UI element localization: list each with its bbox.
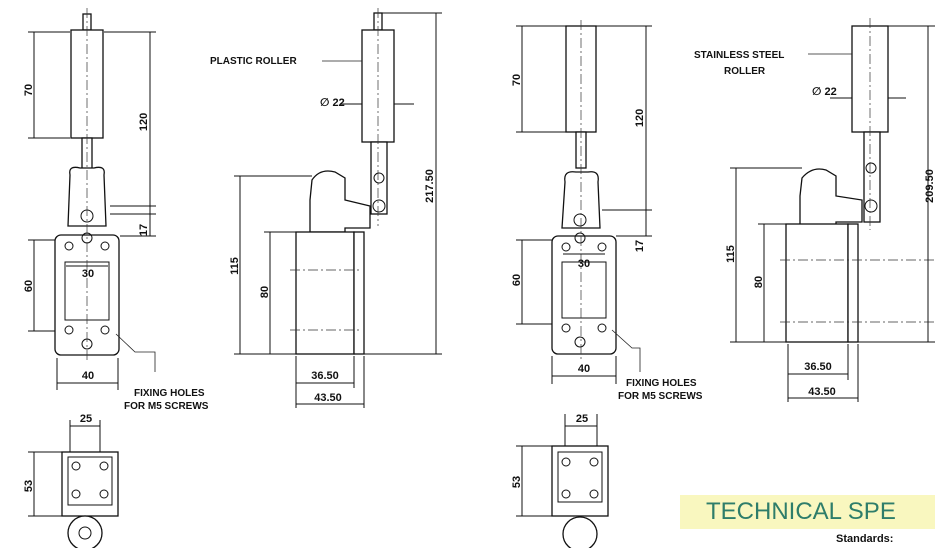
dim-70-left: 70 [23,84,35,96]
dim-40-left: 40 [82,370,94,382]
diameter-22-right: ∅ 22 [812,86,837,98]
dim-36-50-left: 36.50 [311,370,339,382]
diameter-22-left: ∅ 22 [320,97,345,109]
dim-53-left: 53 [23,480,35,492]
dim-40-right: 40 [578,363,590,375]
dim-53-right: 53 [511,476,523,488]
right-front-view: 70 120 17 60 30 40 FIXING HOLES FOR M5 S… [511,20,703,402]
dim-30-left: 30 [82,268,94,280]
plastic-roller-label: PLASTIC ROLLER [210,56,297,67]
fixing-holes-left-line1: FIXING HOLES [134,388,205,399]
left-bottom-view: 25 53 [23,413,119,548]
stainless-roller-label-line2: ROLLER [724,66,766,77]
dim-36-50-right: 36.50 [804,361,832,373]
dim-30-right: 30 [578,258,590,270]
dim-25-left: 25 [80,413,92,425]
left-side-view: PLASTIC ROLLER ∅ 22 217.50 115 80 36.50 … [210,8,442,408]
stainless-roller-label-line1: STAINLESS STEEL [694,50,784,61]
technical-specs-heading: TECHNICAL SPE [680,495,935,529]
dim-209-50: 209.50 [924,169,935,203]
dim-80-right: 80 [753,276,765,288]
dim-120-right: 120 [634,109,646,127]
dim-17-right: 17 [634,240,646,252]
right-side-view: STAINLESS STEEL ROLLER ∅ 22 209.50 115 8… [694,18,935,402]
dim-217-50: 217.50 [424,169,436,203]
fixing-holes-left-line2: FOR M5 SCREWS [124,401,209,412]
dim-17-left: 17 [138,224,150,236]
dim-120-left: 120 [138,113,150,131]
dim-80-left: 80 [259,286,271,298]
dim-60-left: 60 [23,280,35,292]
dim-43-50-right: 43.50 [808,386,836,398]
dim-60-right: 60 [511,274,523,286]
dim-43-50-left: 43.50 [314,392,342,404]
dim-115-left: 115 [229,257,241,275]
standards-label: Standards: [836,533,894,545]
dim-115-right: 115 [725,245,737,263]
dim-25-right: 25 [576,413,588,425]
fixing-holes-right-line2: FOR M5 SCREWS [618,391,703,402]
right-bottom-view: 25 53 [511,413,609,548]
fixing-holes-right-line1: FIXING HOLES [626,378,697,389]
dim-70-right: 70 [511,74,523,86]
left-front-view: 70 120 17 60 30 40 FIXING HOLES FOR M5 S… [23,8,209,412]
